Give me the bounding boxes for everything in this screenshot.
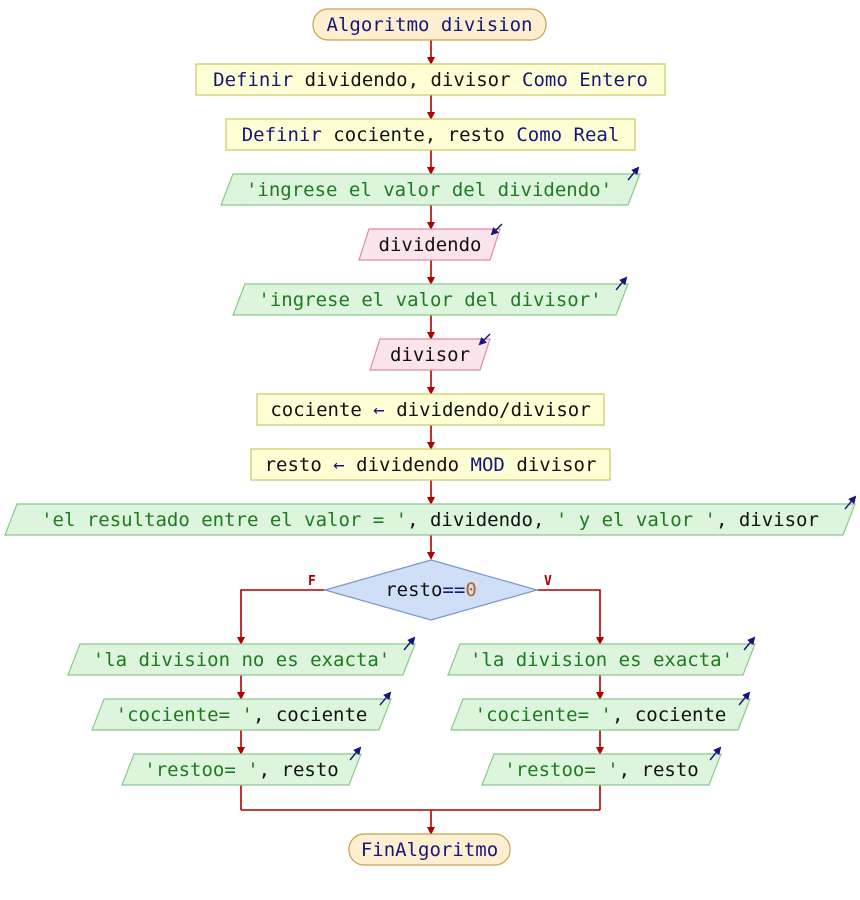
input-text: dividendo xyxy=(379,234,482,256)
output-string: ' y el valor ' xyxy=(556,509,716,531)
assign-arrow-icon: ← xyxy=(333,454,344,476)
output-var: , dividendo, xyxy=(407,509,556,531)
input-text: divisor xyxy=(390,344,470,366)
output-resto-text: 'restoo= ', resto xyxy=(504,759,698,781)
decision-op: == xyxy=(442,579,465,601)
output-string: 'cociente= ' xyxy=(475,704,612,726)
output-var: , cociente xyxy=(253,704,367,726)
output-no-exacta[interactable]: 'la division no es exacta' xyxy=(67,636,416,676)
assign-expr: dividendo/divisor xyxy=(396,399,590,421)
decision-var: resto xyxy=(385,579,442,601)
output-arrow-icon xyxy=(738,691,751,706)
output-text: 'la division es exacta' xyxy=(470,649,733,671)
output-string: 'el resultado entre el valor = ' xyxy=(41,509,407,531)
output-resto-true[interactable]: 'restoo= ', resto xyxy=(481,746,722,786)
output-arrow-icon xyxy=(349,746,362,761)
output-string: 'restoo= ' xyxy=(504,759,618,781)
input-arrow-icon xyxy=(478,333,491,346)
input-arrow-icon xyxy=(490,223,503,236)
end-terminal[interactable]: FinAlgoritmo xyxy=(348,833,511,866)
output-string: 'cociente= ' xyxy=(116,704,253,726)
define-real-block[interactable]: Definir cociente, resto Como Real xyxy=(225,118,636,151)
end-label: FinAlgoritmo xyxy=(361,839,498,861)
assign-arrow-icon: ← xyxy=(373,399,384,421)
define-real-text: Definir cociente, resto Como Real xyxy=(242,124,620,146)
output-arrow-icon xyxy=(844,495,857,510)
output-prompt-dividendo[interactable]: 'ingrese el valor del dividendo' xyxy=(220,166,641,206)
assign-expr-a: dividendo xyxy=(356,454,459,476)
assign-cociente[interactable]: cociente ← dividendo/divisor xyxy=(256,393,605,426)
assign-target: cociente xyxy=(270,399,362,421)
connector-true xyxy=(537,589,604,645)
output-exacta[interactable]: 'la division es exacta' xyxy=(447,636,756,676)
output-arrow-icon xyxy=(379,691,392,706)
output-resto-false[interactable]: 'restoo= ', resto xyxy=(121,746,362,786)
connector-false xyxy=(237,589,325,645)
output-var: , cociente xyxy=(612,704,726,726)
output-text: 'ingrese el valor del dividendo' xyxy=(246,179,612,201)
keyword-definir: Definir xyxy=(213,69,293,91)
false-label: F xyxy=(308,574,316,589)
output-arrow-icon xyxy=(743,636,756,651)
output-result-text: 'el resultado entre el valor = ', divide… xyxy=(41,509,819,531)
output-var: , resto xyxy=(259,759,339,781)
output-var: , resto xyxy=(619,759,699,781)
true-label: V xyxy=(544,574,552,589)
keyword-mod: MOD xyxy=(471,454,505,476)
output-cociente-true[interactable]: 'cociente= ', cociente xyxy=(450,691,751,731)
decision-text: resto==0 xyxy=(385,579,477,601)
output-text: 'ingrese el valor del divisor' xyxy=(258,289,601,311)
connectors xyxy=(237,40,604,835)
define-vars: dividendo, divisor xyxy=(305,69,511,91)
output-string: 'restoo= ' xyxy=(144,759,258,781)
assign-resto[interactable]: resto ← dividendo MOD divisor xyxy=(250,448,611,481)
keyword-definir: Definir xyxy=(242,124,322,146)
output-arrow-icon xyxy=(709,746,722,761)
input-divisor[interactable]: divisor xyxy=(369,333,491,371)
output-arrow-icon xyxy=(627,166,640,181)
output-cociente-false[interactable]: 'cociente= ', cociente xyxy=(91,691,392,731)
output-text: 'la division no es exacta' xyxy=(93,649,390,671)
output-cociente-text: 'cociente= ', cociente xyxy=(475,704,727,726)
assign-cociente-text: cociente ← dividendo/divisor xyxy=(270,399,590,421)
start-terminal[interactable]: Algoritmo division xyxy=(312,8,547,41)
output-cociente-text: 'cociente= ', cociente xyxy=(116,704,368,726)
output-prompt-divisor[interactable]: 'ingrese el valor del divisor' xyxy=(232,276,629,316)
keyword-como-entero: Como Entero xyxy=(522,69,648,91)
output-resto-text: 'restoo= ', resto xyxy=(144,759,338,781)
define-integer-block[interactable]: Definir dividendo, divisor Como Entero xyxy=(195,63,666,96)
define-vars: cociente, resto xyxy=(333,124,505,146)
output-var: , divisor xyxy=(716,509,819,531)
output-result[interactable]: 'el resultado entre el valor = ', divide… xyxy=(4,495,857,536)
start-label: Algoritmo division xyxy=(327,14,533,36)
decision-num: 0 xyxy=(465,579,476,601)
input-dividendo[interactable]: dividendo xyxy=(358,223,503,261)
assign-resto-text: resto ← dividendo MOD divisor xyxy=(265,454,597,476)
output-arrow-icon xyxy=(403,636,416,651)
decision-resto-zero[interactable]: resto==0 xyxy=(322,559,540,621)
keyword-como-real: Como Real xyxy=(516,124,619,146)
define-integer-text: Definir dividendo, divisor Como Entero xyxy=(213,69,648,91)
output-arrow-icon xyxy=(615,276,628,291)
assign-target: resto xyxy=(265,454,322,476)
assign-expr-b: divisor xyxy=(516,454,596,476)
